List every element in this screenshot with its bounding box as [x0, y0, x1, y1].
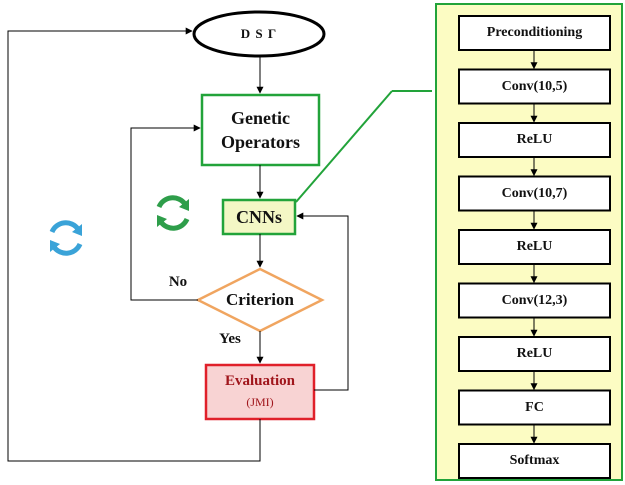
cnn-layer-box	[458, 443, 611, 479]
cnn-layer-group	[458, 15, 611, 479]
cnns-label: CNNs	[235, 206, 282, 227]
no-label: No	[168, 273, 188, 290]
cnn-layer-box	[458, 389, 611, 426]
cnn-layer-label: ReLU	[516, 346, 553, 361]
cnn-layer-box	[458, 68, 611, 105]
evaluation-to-cnns-line	[296, 212, 349, 391]
cnn-layer-label: ReLU	[516, 132, 553, 147]
genetic-operators-box	[200, 93, 321, 167]
cnn-layer-label: ReLU	[516, 239, 553, 254]
cnn-layer-box	[458, 15, 611, 51]
no-loop-line	[130, 124, 201, 301]
start-node	[192, 10, 326, 58]
zoom-connector	[295, 90, 393, 203]
evaluation-sub-label: (JMI)	[246, 394, 274, 409]
outer-cycle-icon	[49, 220, 83, 256]
evaluation-label: Evaluation	[224, 372, 296, 389]
genetic-operators-label: Genetic Operators	[221, 108, 300, 152]
criterion-label: Criterion	[226, 290, 294, 309]
cnns-box	[221, 198, 297, 236]
yes-label: Yes	[219, 330, 241, 347]
cnn-layer-label: Conv(10,7)	[501, 185, 568, 201]
cnn-layer-label: Preconditioning	[486, 25, 583, 40]
cnn-layer-box	[458, 282, 611, 319]
start-label: D S Γ	[240, 26, 278, 41]
cnn-layer-label: Conv(12,3)	[501, 292, 568, 308]
cnn-layer-label: Softmax	[509, 453, 560, 468]
outer-loop-line	[7, 27, 261, 462]
cnn-layer-label: FC	[525, 399, 544, 415]
inner-cycle-icon	[156, 195, 190, 231]
cnn-layer-label: Conv(10,5)	[501, 78, 568, 94]
evaluation-box	[204, 363, 316, 421]
